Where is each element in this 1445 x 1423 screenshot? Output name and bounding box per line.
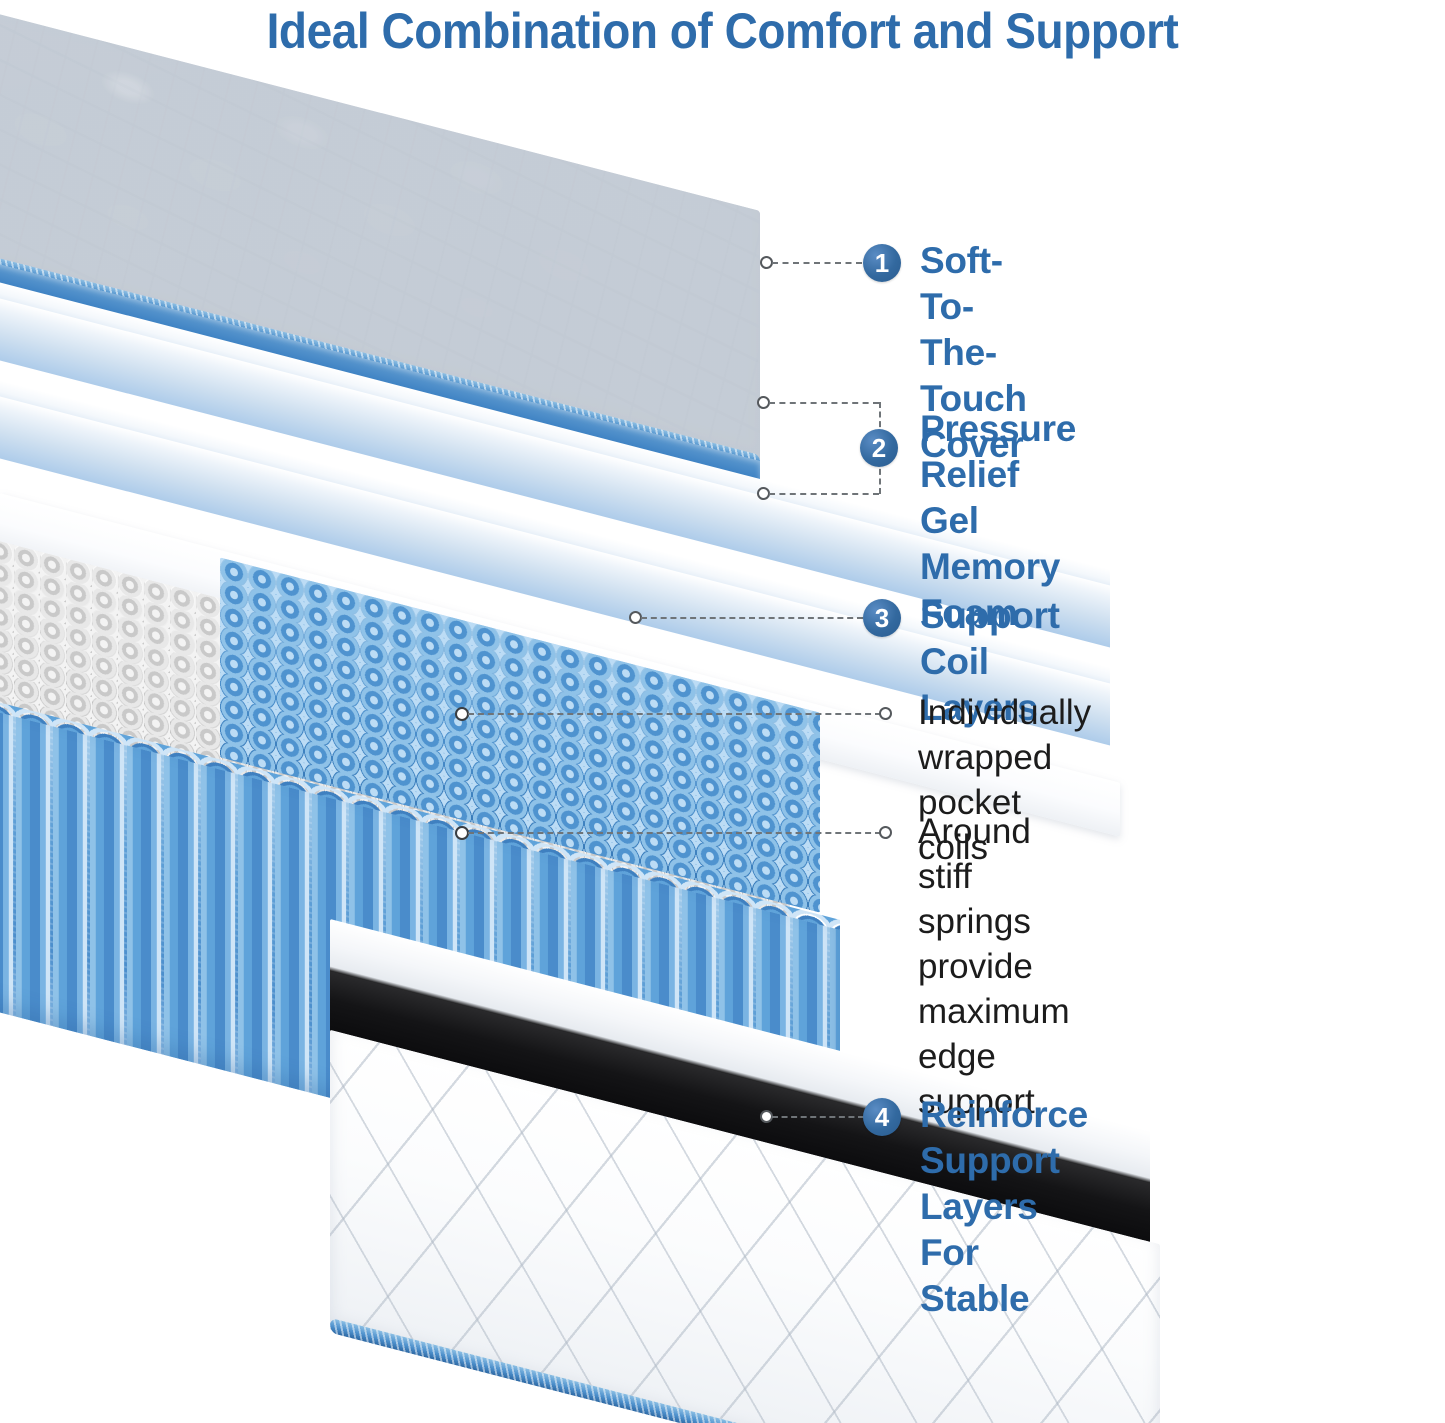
leader-line xyxy=(468,832,881,834)
callout-label-1: Soft-To-The-Touch Cover xyxy=(920,240,1027,465)
leader-line xyxy=(772,1116,864,1118)
callout-badge-3: 3 xyxy=(863,599,901,637)
leader-dot-icon xyxy=(879,707,892,720)
leader-line xyxy=(641,617,863,619)
callout-badge-1: 1 xyxy=(863,244,901,282)
callout-badge-4: 4 xyxy=(863,1098,901,1136)
mattress-exploded-illustration xyxy=(0,0,1160,1423)
page-title: Ideal Combination of Comfort and Support xyxy=(266,3,1179,59)
leader-line xyxy=(772,262,862,264)
leader-line-upper xyxy=(769,402,879,404)
leader-line xyxy=(468,713,881,715)
callout-label-4: Reinforce Support Layers For Stable xyxy=(920,1094,1088,1319)
layer-reinforce-support-base xyxy=(330,918,1340,1423)
leader-dot-origin-icon xyxy=(455,826,469,840)
leader-dot-origin-icon xyxy=(455,707,469,721)
callout-label-2: Pressure Relief Gel Memory Foam xyxy=(920,408,1076,633)
callout-label-edge-support: Around stiff springs provide maximum edg… xyxy=(918,812,1070,1121)
callout-badge-2: 2 xyxy=(860,429,898,467)
callout-label-pocket-coils: Individually wrapped pocket coils xyxy=(918,693,1092,867)
callout-label-3: Support Coil Layers xyxy=(920,595,1060,728)
leader-line-lower xyxy=(769,493,879,495)
leader-dot-icon xyxy=(879,826,892,839)
